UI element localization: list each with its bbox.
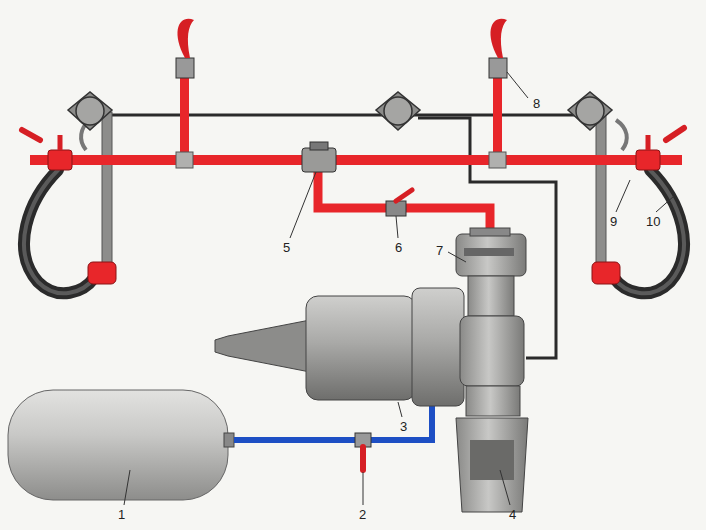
callout-number: 8 — [531, 96, 542, 111]
motor — [215, 288, 464, 406]
callout-number: 4 — [507, 507, 518, 522]
brake-hose — [24, 170, 684, 293]
air-reservoir — [8, 390, 234, 500]
callout-number: 9 — [608, 214, 619, 229]
brake-pipe — [30, 62, 682, 236]
callout-number: 7 — [434, 243, 445, 258]
compressor — [456, 228, 528, 512]
end-pipe — [81, 112, 627, 264]
callout-number: 6 — [393, 240, 404, 255]
cock-6 — [386, 190, 412, 216]
callout-number: 1 — [116, 507, 127, 522]
valve-5 — [302, 142, 336, 172]
callout-number: 5 — [281, 240, 292, 255]
callout-number: 2 — [357, 507, 368, 522]
handle — [176, 19, 507, 78]
leader-line — [124, 72, 674, 505]
callout-number: 3 — [398, 419, 409, 434]
callout-number: 10 — [644, 214, 662, 229]
end-cock — [22, 128, 684, 284]
valve-device — [68, 92, 612, 130]
